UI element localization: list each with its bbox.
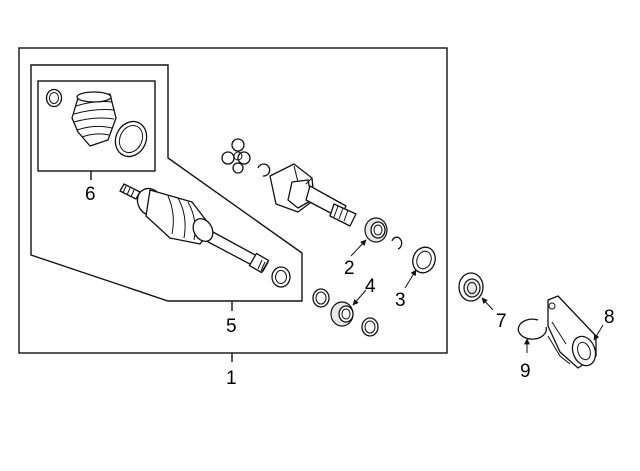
- inner-joint-housing: [269, 163, 357, 227]
- callout-4-arrow: [352, 289, 367, 306]
- snap-ring-9: [517, 318, 547, 340]
- callout-7-arrow: [481, 297, 494, 311]
- outer-joint-group-frame: [30, 64, 303, 302]
- outer-axle-shaft: [119, 183, 291, 288]
- axle-assembly-frame: [18, 47, 448, 354]
- callout-9: 9: [520, 361, 531, 382]
- callout-2: 2: [344, 258, 355, 279]
- callout-7: 7: [496, 311, 507, 332]
- callout-2-arrow: [350, 239, 367, 257]
- boot-large-clamp: [114, 120, 148, 158]
- callout-3-arrow: [404, 269, 417, 289]
- boot-kit-frame: [37, 80, 156, 172]
- tripod-joint: [221, 138, 251, 174]
- seal-7: [458, 272, 484, 302]
- callout-3: 3: [395, 290, 406, 311]
- bearing-2: [364, 217, 388, 243]
- callout-5: 5: [226, 316, 237, 337]
- boot-kit: [45, 88, 148, 158]
- callout-8: 8: [604, 307, 615, 328]
- bearing-4: [312, 288, 379, 337]
- cv-boot: [71, 91, 117, 147]
- snap-ring: [257, 163, 271, 177]
- seal-3: [412, 246, 436, 274]
- callout-8-arrow: [593, 324, 604, 341]
- callout-4: 4: [365, 276, 376, 297]
- outer-shaft-ring: [271, 266, 291, 288]
- callout-6: 6: [85, 184, 96, 205]
- boot-small-clamp: [45, 88, 63, 108]
- bracket-8: [547, 295, 597, 369]
- callout-1: 1: [226, 368, 237, 389]
- retaining-clip: [391, 236, 403, 250]
